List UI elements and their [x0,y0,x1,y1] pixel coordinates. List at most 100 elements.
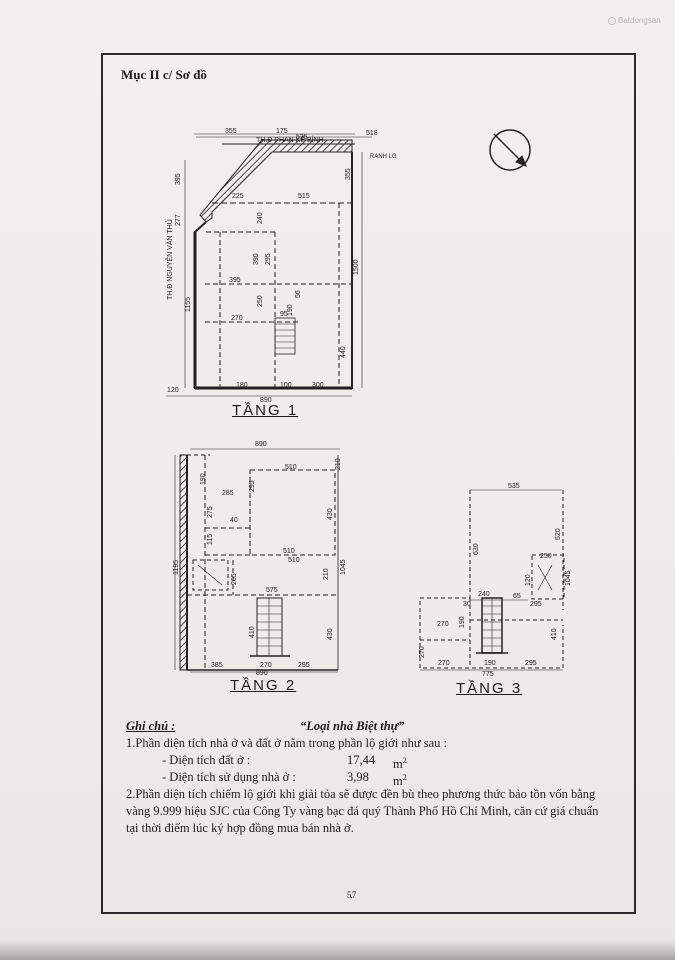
dim-label: 395 [175,173,182,185]
watermark-text: Batdongsan [618,16,661,25]
dim-label: 270 [438,660,450,667]
dim-label: 535 [296,134,308,141]
dim-label: 56 [295,290,302,298]
dim-label: 250 [540,553,552,560]
dim-label: 518 [366,130,378,137]
dim-label: 295 [525,660,537,667]
dim-label: 190 [200,473,207,485]
dim-label: 520 [555,528,562,540]
floor2-dimensions: 890 190 510 295 285 275 40 510 115 430 2… [173,441,347,677]
land-area-label: - Diện tích đất ở : [162,753,251,767]
dim-label: 275 [207,506,214,518]
dim-label: 510 [283,548,295,555]
boundary-label: RANH LG [370,154,397,160]
dim-label: 190 [459,616,466,628]
floor2-label: TẦNG 2 [230,677,297,694]
dim-label: 1155 [185,297,192,312]
dim-label: 890 [260,397,272,404]
dim-label: 430 [327,628,334,640]
land-area-unit: m2 [393,756,407,772]
note-line-2: 2.Phần diện tích chiếm lộ giới khi giải … [126,787,599,835]
dim-label: 630 [473,543,480,555]
section-title: Mục II c/ Sơ đồ [121,67,207,82]
dim-label: 300 [312,382,324,389]
dim-label: 30 [463,601,471,608]
dim-label: 395 [229,277,241,284]
dim-label: 210 [323,568,330,580]
dim-label: 270 [419,646,426,658]
floor1-label: TẦNG 1 [232,402,299,419]
floor1-plan [166,133,372,397]
dim-label: 120 [167,387,179,394]
watermark: Batdongsan [608,16,661,25]
dim-label: 1045 [565,570,572,586]
dim-label: 190 [484,660,496,667]
dim-label: 575 [266,587,278,594]
dim-label: 775 [482,671,494,678]
dim-label: 515 [298,193,310,200]
dim-label: 277 [175,214,182,226]
dim-label: 210 [335,458,342,470]
notes-heading: Ghi chú : [126,719,176,733]
dim-label: 285 [222,490,234,497]
dim-label: 410 [249,626,256,638]
dim-label: 100 [280,382,292,389]
dim-label: 120 [525,574,532,586]
document-frame [101,53,636,914]
dim-label: 295 [530,601,542,608]
street-top-label: TH.Đ PHAN KẾ BÍNH [256,134,324,144]
dim-label: 240 [478,591,490,598]
house-type: “Loại nhà Biệt thự” [300,719,405,733]
dim-label: 250 [257,295,264,307]
watermark-logo-icon [608,16,616,25]
dim-label: 1195 [173,560,180,575]
dim-label: 65 [513,593,521,600]
floor3-plan [419,489,565,671]
dim-label: 190 [287,304,294,316]
dim-label: 410 [551,628,558,640]
dim-label: 355 [225,128,237,135]
dim-label: 510 [288,557,300,564]
dim-label: 295 [298,662,310,669]
dim-label: 440 [340,346,347,358]
dim-label: 180 [236,382,248,389]
note-line-1: 1.Phần diện tích nhà ở và đất ở nằm tron… [126,736,447,750]
dim-label: 95 [280,311,288,318]
dim-label: 890 [256,670,268,677]
dim-label: 390 [253,253,260,265]
dim-label: 1500 [353,259,360,275]
dim-label: 225 [232,193,244,200]
floor2-plan [174,448,340,673]
dim-label: 535 [508,483,520,490]
dim-label: 115 [207,534,214,545]
usable-area-label: - Diện tích sử dụng nhà ở : [162,770,296,784]
usable-area-value: 3,98 [347,770,369,784]
dim-label: 40 [230,517,238,524]
dim-label: 270 [437,621,449,628]
floor3-dimensions: 535 630 520 250 120 1045 240 30 65 295 2… [419,483,572,678]
notes-section: Ghi chú : “Loại nhà Biệt thự” 1.Phần diệ… [120,718,620,837]
dim-label: 890 [255,441,267,448]
north-arrow-icon [489,129,531,171]
dim-label: 295 [249,480,256,492]
page-mark: 5.7 [347,890,356,900]
dim-label: 270 [231,315,243,322]
usable-area-unit: m2 [393,773,407,789]
dim-label: 270 [260,662,272,669]
dim-label: 355 [345,168,352,180]
dim-label: 430 [327,508,334,520]
land-area-value: 17,44 [347,753,376,767]
dim-label: 240 [257,212,264,224]
dim-label: 385 [211,662,223,669]
floor3-label: TẦNG 3 [456,680,523,697]
dim-label: 510 [285,464,297,471]
dim-label: 295 [265,253,272,265]
dim-label: 265 [231,573,238,585]
street-left-label: TH.Đ NGUYỄN VĂN THỦ [165,219,174,300]
dim-label: 1045 [340,559,347,575]
photo-shadow [0,940,675,960]
dim-label: 175 [276,128,288,135]
floor1-dimensions: TH.Đ PHAN KẾ BÍNH TH.Đ NGUYỄN VĂN THỦ RA… [165,128,397,404]
